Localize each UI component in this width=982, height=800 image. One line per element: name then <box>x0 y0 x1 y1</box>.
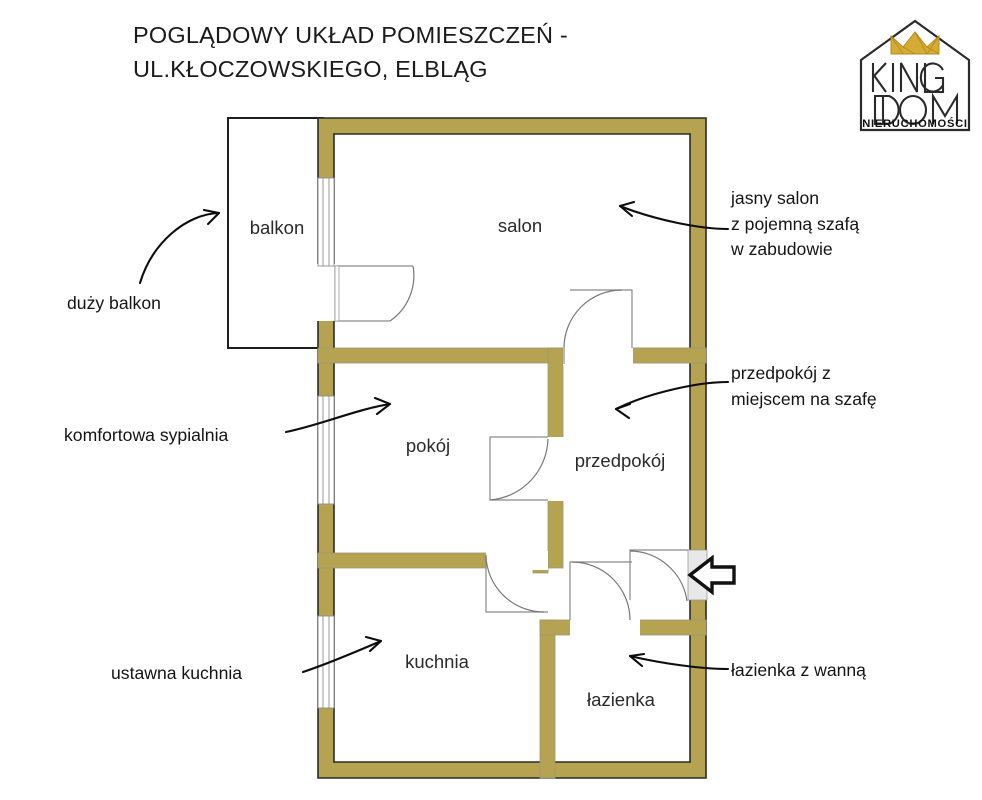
entrance-arrow <box>687 554 736 596</box>
door-swing-group <box>334 265 688 621</box>
annotation-sypialnia-line-1: komfortowa sypialnia <box>64 425 229 445</box>
room-label-salon: salon <box>498 215 542 236</box>
door-salon-przedpokoj <box>563 289 633 364</box>
door-pokoj-przedpokoj <box>489 436 549 501</box>
logo-wordmark-dom <box>873 92 959 126</box>
room-label-kuchnia: kuchnia <box>405 651 469 672</box>
crown-icon <box>890 31 940 55</box>
annotation-przedpokoj-line-1: przedpokój z <box>731 363 831 383</box>
page-title: POGLĄDOWY UKŁAD POMIESZCZEŃ - UL.KŁOCZOW… <box>133 18 733 86</box>
annotation-salon-line-2: z pojemną szafą <box>731 213 860 234</box>
annotation-przedpokoj-line-2: miejscem na szafę <box>731 388 877 409</box>
door-entrance <box>629 549 688 602</box>
window-salon <box>317 177 335 267</box>
annotation-balkon: duży balkon <box>67 291 161 317</box>
page-title-line-1: POGLĄDOWY UKŁAD POMIESZCZEŃ - <box>133 22 568 48</box>
logo-wordmark-king <box>871 62 945 94</box>
window-pokoj <box>317 395 335 505</box>
company-logo <box>855 16 975 136</box>
door-opening-pokoj-przedpokoj <box>546 437 565 501</box>
annotation-kuchnia-line-1: ustawna kuchnia <box>111 663 243 683</box>
room-label-pokoj: pokój <box>406 435 450 456</box>
annotation-salon-line-3: w zabudowie <box>731 239 833 259</box>
annotation-balkon-line-1: duży balkon <box>67 293 161 313</box>
door-opening-przedpokoj-kuchnia <box>486 551 548 570</box>
logo-caption: NIERUCHOMOŚCI <box>862 118 968 130</box>
house-outline-icon <box>859 19 971 132</box>
room-label-balkon: balkon <box>250 217 305 238</box>
door-balcony <box>334 265 415 322</box>
window-kuchnia <box>317 615 335 709</box>
annotation-przedpokoj: przedpokój z miejscem na szafę <box>731 361 877 412</box>
wall-przedpokoj-top-right <box>631 347 707 364</box>
window-group <box>317 177 335 709</box>
wall-kuchnia-lazienka <box>539 619 556 779</box>
annotation-salon: jasny salon z pojemną szafą w zabudowie <box>731 186 859 263</box>
annotation-salon-line-1: jasny salon <box>731 188 820 208</box>
annotation-lazienka-line-1: łazienka z wanną <box>731 660 866 680</box>
room-label-lazienka: łazienka <box>587 689 656 710</box>
annotation-sypialnia: komfortowa sypialnia <box>64 423 228 449</box>
leader-arrow-group <box>138 200 730 674</box>
door-opening-balcony <box>316 264 335 321</box>
page-title-line-2: UL.KŁOCZOWSKIEGO, ELBLĄG <box>133 56 488 82</box>
door-opening-przedpokoj-lazienka <box>570 618 640 637</box>
door-przedpokoj-kuchnia <box>485 555 548 613</box>
door-opening-salon-przedpokoj <box>563 346 633 365</box>
annotation-kuchnia: ustawna kuchnia <box>111 661 242 687</box>
door-przedpokoj-lazienka <box>569 561 632 621</box>
annotation-lazienka: łazienka z wanną <box>731 658 866 684</box>
room-label-przedpokoj: przedpokój <box>575 450 666 471</box>
